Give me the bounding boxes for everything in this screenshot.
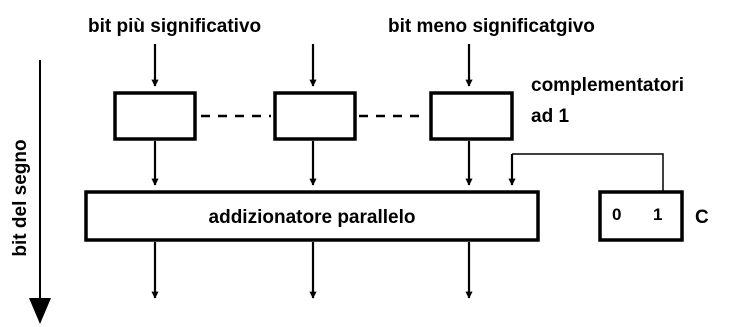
sign-bit-arrow bbox=[29, 60, 51, 324]
adder-output-arrows bbox=[151, 242, 473, 299]
sign-bit-arrow-head bbox=[29, 298, 51, 324]
input-arrows bbox=[151, 44, 473, 87]
switch-c-label: C bbox=[695, 207, 709, 228]
switch-c-box bbox=[598, 190, 684, 242]
complementers-label-line1: complementatori bbox=[531, 75, 684, 96]
carry-in-wire bbox=[512, 153, 664, 192]
lsb-label: bit meno significatgivo bbox=[388, 16, 595, 37]
parallel-adder-box bbox=[84, 190, 540, 242]
carry-in-line bbox=[508, 153, 664, 192]
msb-label: bit più significativo bbox=[88, 16, 261, 37]
switch-c-value-1: 1 bbox=[653, 205, 662, 224]
complementer-output-arrows bbox=[151, 141, 473, 186]
complementers-label-line2: ad 1 bbox=[531, 106, 569, 127]
parallel-adder-label: addizionatore parallelo bbox=[209, 207, 416, 228]
switch-c-value-0: 0 bbox=[612, 205, 621, 224]
complementer-box-msb bbox=[113, 91, 197, 141]
sign-bit-label: bit del segno bbox=[10, 139, 31, 256]
complementer-box-lsb bbox=[429, 91, 514, 141]
complementer-box-middle bbox=[273, 91, 357, 141]
